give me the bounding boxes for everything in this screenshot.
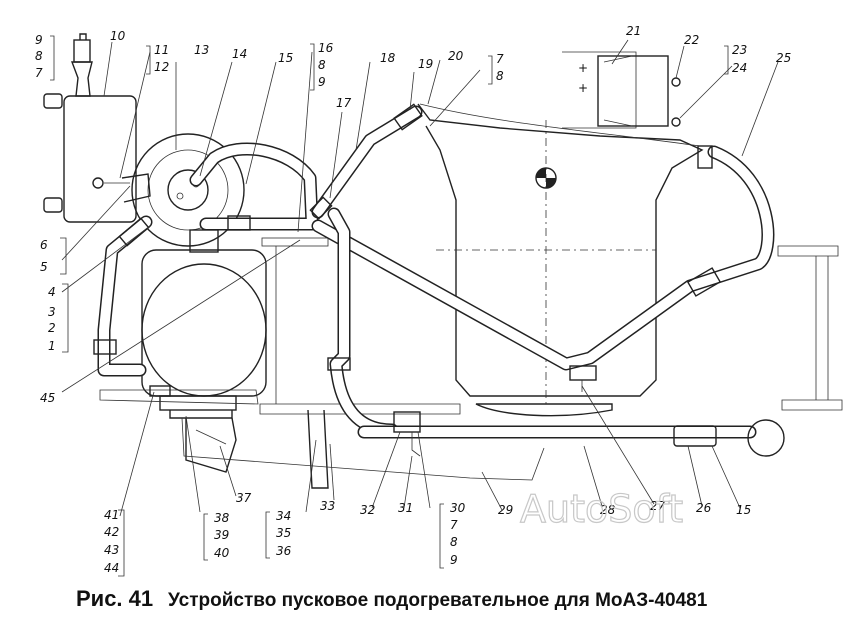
callout-14: 14	[232, 47, 247, 61]
callout-9: 9	[35, 33, 43, 47]
callout-7b: 7	[496, 52, 504, 66]
tank-10	[43, 33, 137, 223]
callout-21: 21	[626, 24, 641, 38]
callout-15: 15	[278, 51, 293, 65]
callout-41: 41	[104, 508, 119, 522]
callout-42: 42	[104, 525, 119, 539]
callout-3: 3	[48, 305, 56, 319]
callout-6: 6	[40, 238, 48, 252]
callout-34: 34	[276, 509, 291, 523]
callout-33: 33	[320, 499, 335, 513]
callout-7: 7	[35, 66, 43, 80]
caption-text: Устройство пусковое подогревательное для…	[168, 590, 708, 611]
callout-12: 12	[154, 60, 169, 74]
callout-1: 1	[48, 339, 56, 353]
callout-35: 35	[276, 526, 291, 540]
callout-29: 29	[498, 503, 513, 517]
heater-boiler	[141, 229, 267, 473]
callout-36: 36	[276, 544, 292, 558]
callout-labels: 9 8 7 10 11 12 13 14 15 16 8 9 17 18 19 …	[35, 24, 791, 575]
callout-20: 20	[448, 49, 464, 63]
callout-17: 17	[336, 96, 352, 110]
callout-25: 25	[776, 51, 791, 65]
svg-text:+: +	[578, 81, 588, 95]
caption-number: Рис. 41	[76, 586, 153, 611]
drawing: + +	[43, 33, 843, 517]
clamps	[93, 103, 785, 457]
callout-7c: 7	[450, 518, 458, 532]
callout-23: 23	[732, 43, 747, 57]
vehicle-tank	[417, 103, 704, 417]
callout-15b: 15	[736, 503, 751, 517]
callout-44: 44	[104, 561, 119, 575]
callout-30: 30	[450, 501, 466, 515]
callout-38: 38	[214, 511, 230, 525]
callout-43: 43	[104, 543, 119, 557]
callout-18: 18	[380, 51, 396, 65]
callout-19: 19	[418, 57, 433, 71]
frame	[99, 237, 545, 489]
callout-9b: 9	[318, 75, 326, 89]
callout-8d: 8	[450, 535, 458, 549]
callout-8: 8	[35, 49, 43, 63]
callout-40: 40	[214, 546, 230, 560]
leader-lines	[61, 39, 779, 517]
callout-5: 5	[40, 260, 48, 274]
battery-21: + +	[562, 51, 681, 129]
callout-45: 45	[40, 391, 55, 405]
callout-28: 28	[600, 503, 616, 517]
callout-31: 31	[398, 501, 413, 515]
coolant-pipes	[97, 105, 775, 439]
stand	[777, 245, 843, 411]
callout-8b: 8	[318, 58, 326, 72]
callout-39: 39	[214, 528, 229, 542]
callout-32: 32	[360, 503, 375, 517]
callout-brackets	[50, 35, 729, 577]
callout-24: 24	[732, 61, 747, 75]
pump-13	[121, 133, 245, 247]
callout-26: 26	[696, 501, 712, 515]
svg-text:+: +	[578, 61, 588, 75]
callout-27: 27	[650, 499, 666, 513]
watermark: AutoSoft	[520, 487, 683, 531]
figure-caption: Рис. 41 Устройство пусковое подогревател…	[76, 586, 708, 611]
callout-13: 13	[194, 43, 209, 57]
callout-22: 22	[684, 33, 699, 47]
callout-10: 10	[110, 29, 126, 43]
callout-2: 2	[48, 321, 56, 335]
callout-37: 37	[236, 491, 252, 505]
callout-9c: 9	[450, 553, 458, 567]
callout-16: 16	[318, 41, 334, 55]
callout-4: 4	[48, 285, 56, 299]
callout-11: 11	[154, 43, 169, 57]
callout-8c: 8	[496, 69, 504, 83]
